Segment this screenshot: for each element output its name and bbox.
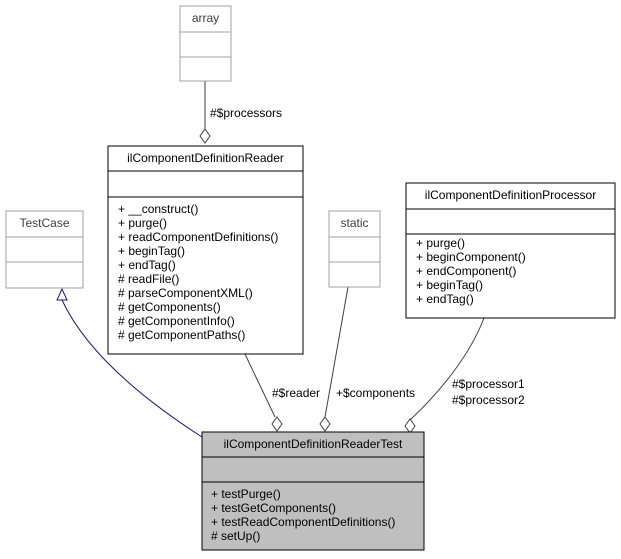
class-test[interactable]: ilComponentDefinitionReaderTest + testPu… <box>201 431 425 551</box>
class-member: # getComponentInfo() <box>118 314 235 328</box>
class-test-title: ilComponentDefinitionReaderTest <box>224 437 403 451</box>
class-member: # readFile() <box>118 272 179 286</box>
edge-label-processor2: #$processor2 <box>452 393 525 407</box>
class-reader-title: ilComponentDefinitionReader <box>127 151 284 165</box>
class-processor-members: + purge()+ beginComponent()+ endComponen… <box>416 236 526 306</box>
class-array-title: array <box>192 11 219 25</box>
class-testcase-title: TestCase <box>19 216 69 230</box>
edge-label-processor1: #$processor1 <box>452 377 525 391</box>
class-member: + testReadComponentDefinitions() <box>211 515 395 529</box>
class-member: + endTag() <box>118 258 176 272</box>
class-member: + beginComponent() <box>416 250 526 264</box>
class-reader[interactable]: ilComponentDefinitionReader + __construc… <box>107 145 304 355</box>
edge-label-reader: #$reader <box>272 386 320 400</box>
class-array[interactable]: array <box>179 5 232 82</box>
class-member: # getComponents() <box>118 300 221 314</box>
class-member: + endComponent() <box>416 264 516 278</box>
class-member: # parseComponentXML() <box>118 286 253 300</box>
class-member: + beginTag() <box>118 244 185 258</box>
class-member: + purge() <box>118 216 167 230</box>
class-member: + beginTag() <box>416 278 483 292</box>
class-reader-members: + __construct()+ purge()+ readComponentD… <box>118 202 278 342</box>
edge-reader <box>244 353 283 432</box>
class-member: + readComponentDefinitions() <box>118 230 278 244</box>
class-member: + endTag() <box>416 292 474 306</box>
class-member: # setUp() <box>211 529 260 543</box>
edge-inheritance-testcase <box>56 287 203 438</box>
class-member: + purge() <box>416 236 465 250</box>
class-member: + testGetComponents() <box>211 501 336 515</box>
edge-label-processors: #$processors <box>210 106 282 120</box>
class-testcase[interactable]: TestCase <box>5 210 84 289</box>
composition-diamond <box>319 416 331 432</box>
inheritance-arrow <box>56 287 68 301</box>
class-processor[interactable]: ilComponentDefinitionProcessor + purge()… <box>405 182 616 319</box>
class-member: # getComponentPaths() <box>118 328 245 342</box>
edge-label-components: +$components <box>336 386 415 400</box>
composition-diamond <box>271 416 283 432</box>
edge-processor <box>404 317 485 434</box>
composition-diamond <box>404 418 416 434</box>
class-test-members: + testPurge()+ testGetComponents()+ test… <box>211 487 395 543</box>
class-processor-title: ilComponentDefinitionProcessor <box>425 188 596 202</box>
class-static-title: static <box>340 216 368 230</box>
edge-components <box>319 286 349 432</box>
class-static[interactable]: static <box>328 210 381 288</box>
edge-processors <box>199 81 211 144</box>
composition-diamond <box>199 128 211 144</box>
class-member: + testPurge() <box>211 487 281 501</box>
class-member: + __construct() <box>118 202 198 216</box>
